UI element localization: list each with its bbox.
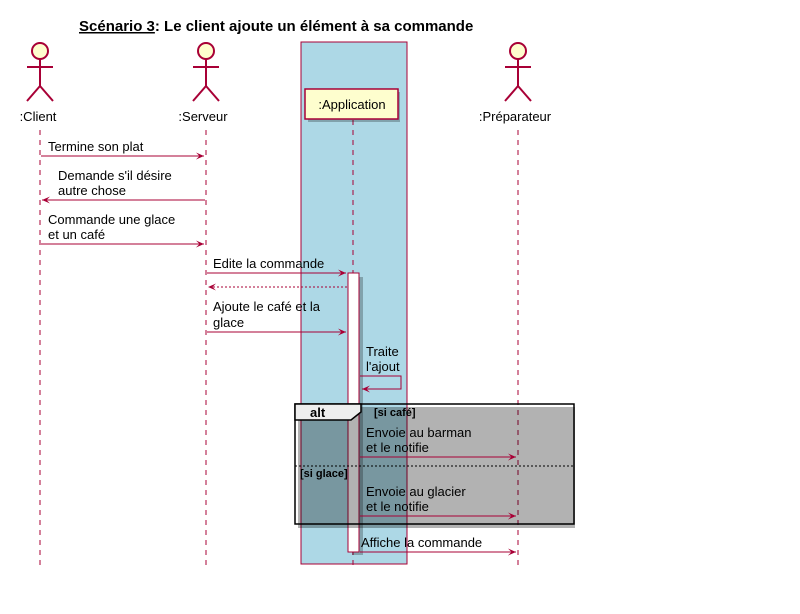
alt-keyword: alt — [310, 405, 326, 420]
client-actor-icon — [26, 42, 54, 102]
msg-barman-label-1: Envoie au barman — [366, 425, 472, 440]
msg-commande-label-2: et un café — [48, 227, 105, 242]
msg-ajoute-label-2: glace — [213, 315, 244, 330]
msg-traite-arrow — [360, 375, 402, 393]
application-participant — [304, 88, 399, 120]
preparateur-actor-icon — [504, 42, 532, 102]
title-rest: : Le client ajoute un élément à sa comma… — [155, 18, 473, 35]
application-label: :Application — [318, 97, 385, 112]
alt-guard-cafe: [si café] — [374, 407, 416, 419]
msg-demande-label-1: Demande s'il désire — [58, 168, 172, 183]
diagram-title: Scénario 3: Le client ajoute un élément … — [79, 18, 473, 35]
alt-fragment — [294, 403, 575, 525]
client-label: :Client — [20, 109, 57, 124]
msg-commande-label-1: Commande une glace — [48, 212, 175, 227]
msg-edite-label: Edite la commande — [213, 256, 324, 271]
serveur-label: :Serveur — [178, 109, 228, 124]
msg-ajoute-label-1: Ajoute le café et la — [213, 299, 321, 314]
alt-fragment-tab — [294, 403, 362, 421]
msg-barman-label-2: et le notifie — [366, 440, 429, 455]
alt-fragment-shadow — [298, 407, 575, 528]
serveur-actor-icon — [192, 42, 220, 102]
msg-demande-label-2: autre chose — [58, 183, 126, 198]
msg-affiche-label: Affiche la commande — [361, 535, 482, 550]
title-underlined: Scénario 3 — [79, 18, 155, 35]
msg-glacier-label-1: Envoie au glacier — [366, 484, 466, 499]
preparateur-label: :Préparateur — [479, 109, 552, 124]
msg-termine-label: Termine son plat — [48, 139, 144, 154]
msg-traite-label-1: Traite — [366, 344, 399, 359]
msg-glacier-label-2: et le notifie — [366, 499, 429, 514]
alt-guard-glace: [si glace] — [300, 468, 348, 480]
msg-traite-label-2: l'ajout — [366, 359, 400, 374]
